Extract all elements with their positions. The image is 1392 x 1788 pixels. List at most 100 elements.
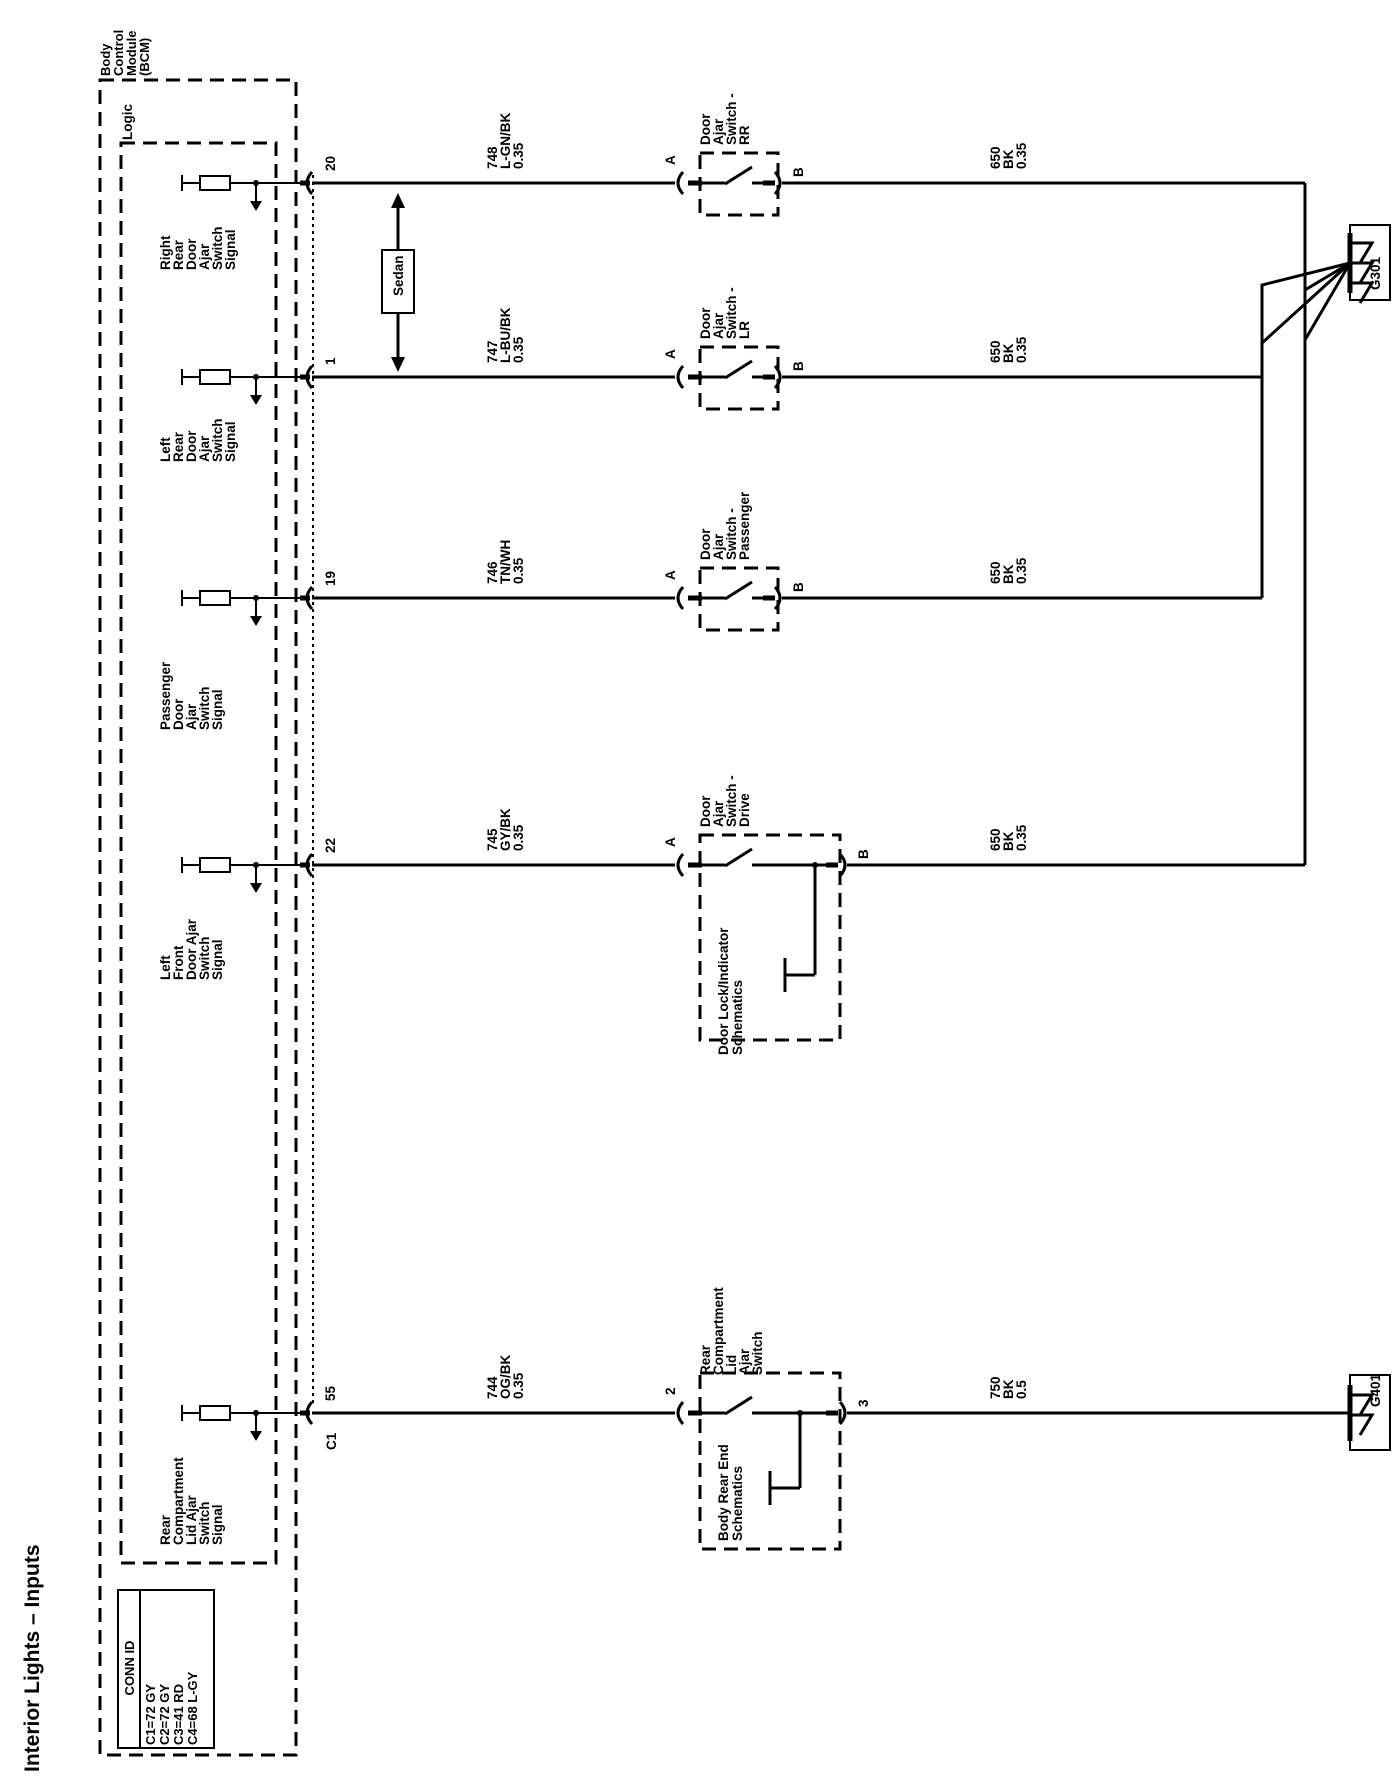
ground-g301: G301 bbox=[1260, 183, 1391, 865]
signal-label-line: Door bbox=[184, 430, 199, 462]
switch-box bbox=[698, 833, 842, 1042]
switch-blade bbox=[724, 847, 753, 868]
sedan-label: Sedan bbox=[391, 255, 406, 296]
conn-id-line-line: C3=41 RD bbox=[171, 1684, 186, 1745]
pin-number: 20 bbox=[323, 156, 338, 171]
resistor-symbol bbox=[199, 369, 231, 385]
switch-in-pin: A bbox=[663, 155, 678, 165]
signal-label-line: Door bbox=[171, 698, 186, 730]
arrow-head bbox=[250, 1431, 262, 1441]
switch-out-pin: B bbox=[791, 361, 806, 371]
switch-label-line: Ajar bbox=[737, 1348, 752, 1375]
signal-label-line: Switch bbox=[197, 1501, 212, 1545]
pin-number: 55 bbox=[323, 1385, 338, 1401]
switch-label-line: RR bbox=[737, 125, 752, 145]
signal-label-line: Switch bbox=[197, 936, 212, 980]
diagram-title: Interior Lights – Inputs bbox=[21, 1544, 44, 1772]
signal-label-line: Rear bbox=[171, 239, 186, 270]
switch-in-pin: 2 bbox=[663, 1387, 678, 1395]
ref-label-line: Body Rear End bbox=[716, 1444, 731, 1541]
signal-label-line: Ajar bbox=[184, 703, 199, 730]
ground-circuit: 650 bbox=[988, 340, 1003, 363]
wire-circuit: 745 bbox=[485, 828, 500, 851]
ground-g401: G401 bbox=[1347, 1373, 1391, 1451]
pin-connector bbox=[305, 170, 314, 196]
switch-label-line: Ajar bbox=[711, 118, 726, 145]
wire-gauge: 0.35 bbox=[511, 142, 526, 169]
switch-in-pin: A bbox=[663, 570, 678, 580]
resistor-symbol bbox=[199, 175, 231, 191]
ref-label-line: Schematics bbox=[730, 1466, 745, 1541]
ground-color: BK bbox=[1001, 831, 1016, 851]
wire-gauge: 0.35 bbox=[511, 824, 526, 851]
bcm-module-box bbox=[98, 78, 298, 1757]
switch-in-pin: A bbox=[663, 837, 678, 847]
g301-wire-pass bbox=[1260, 261, 1351, 598]
switch-out-pin: 3 bbox=[856, 1399, 871, 1407]
signal-label-line: Front bbox=[171, 945, 186, 980]
signal-label-line: Switch bbox=[197, 686, 212, 730]
wire-circuit: 744 bbox=[485, 1376, 500, 1399]
g401-frame bbox=[1349, 1374, 1391, 1451]
ground-color: BK bbox=[1001, 564, 1016, 584]
signal-label-line: Right bbox=[158, 235, 173, 270]
conn-id-header: CONN ID bbox=[122, 1641, 137, 1696]
signal-label-line: Signal bbox=[210, 939, 225, 980]
wire-color: OG/BK bbox=[498, 1354, 513, 1399]
arrow-head bbox=[250, 883, 262, 893]
switch-label-line: Switch - bbox=[724, 93, 739, 145]
g401-label: G401 bbox=[1368, 1373, 1383, 1407]
resistor-symbol bbox=[199, 590, 231, 606]
switch-in-connector bbox=[676, 1400, 685, 1426]
switch-out-connector bbox=[773, 585, 782, 611]
ref-label-line: Door Lock/Indicator bbox=[716, 927, 731, 1055]
switch-label-line: Door bbox=[698, 307, 713, 339]
signal-label-line: Compartment bbox=[171, 1457, 186, 1545]
bcm-name-line: Control bbox=[111, 30, 126, 76]
g301-frame bbox=[1349, 224, 1391, 301]
wire-color: L-GN/BK bbox=[498, 113, 513, 169]
ground-gauge: 0.35 bbox=[1014, 824, 1029, 851]
switch-in-connector bbox=[676, 364, 685, 390]
wire-gauge: 0.35 bbox=[511, 336, 526, 363]
signal-label-line: Ajar bbox=[197, 243, 212, 270]
ground-symbol bbox=[1350, 1393, 1375, 1436]
ground-gauge: 0.35 bbox=[1014, 557, 1029, 584]
signal-label-line: Rear bbox=[171, 431, 186, 462]
pin-number: 1 bbox=[323, 357, 338, 365]
switch-box bbox=[698, 345, 780, 411]
bcm-name-line: Module bbox=[124, 31, 139, 77]
connector-c1-label: C1 bbox=[324, 1432, 339, 1450]
wire-circuit: 748 bbox=[485, 146, 500, 169]
ground-color: BK bbox=[1001, 343, 1016, 363]
g301-wire-drive bbox=[1303, 261, 1351, 865]
g301-label: G301 bbox=[1368, 256, 1383, 290]
switch-label-line: Switch - bbox=[724, 287, 739, 339]
switch-label-line: Switch - bbox=[724, 775, 739, 827]
signal-label-line: Lid Ajar bbox=[184, 1494, 199, 1545]
switch-blade bbox=[724, 1395, 753, 1416]
switch-blade bbox=[724, 580, 753, 601]
wire-color: L-BU/BK bbox=[498, 307, 513, 363]
ground-gauge: 0.35 bbox=[1014, 336, 1029, 363]
signal-label-line: Switch bbox=[210, 226, 225, 270]
switch-box bbox=[698, 151, 780, 217]
